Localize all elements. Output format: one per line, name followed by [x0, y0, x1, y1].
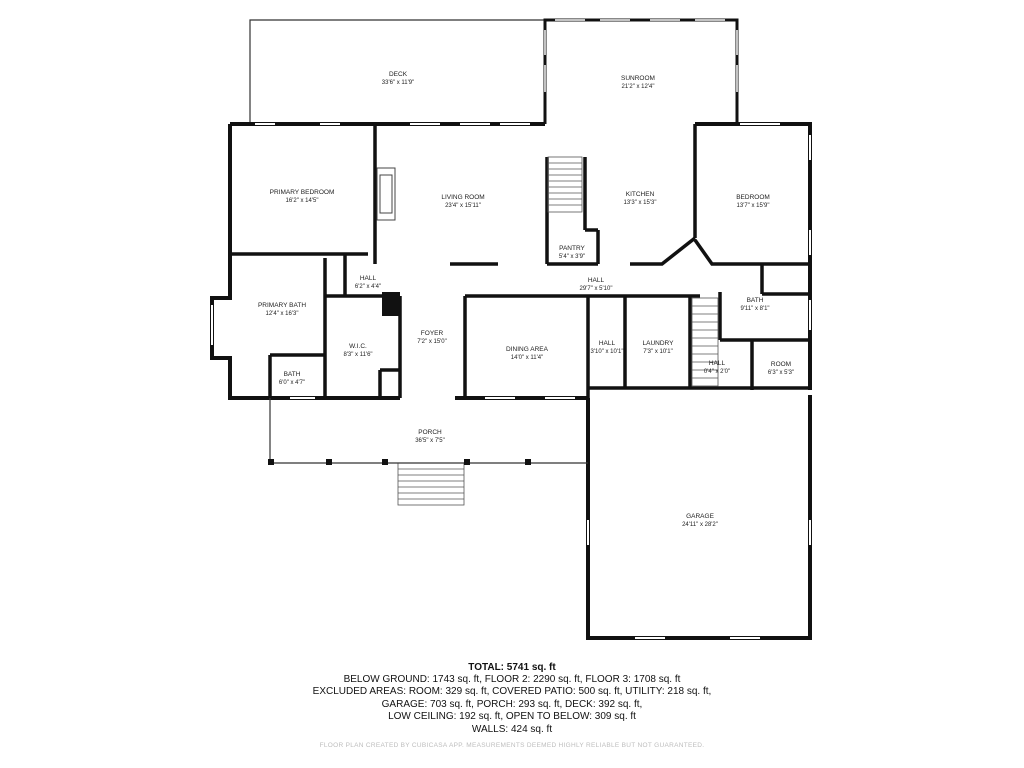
room-name-primary-bath: PRIMARY BATH	[258, 302, 306, 309]
summary-line: WALLS: 424 sq. ft	[471, 723, 553, 735]
room-name-hall-1: HALL	[360, 275, 377, 282]
room-dims-bath-1: 6'0" x 4'7"	[279, 380, 305, 386]
room-dims-primary-bath: 12'4" x 16'3"	[266, 311, 299, 317]
area-summary: TOTAL: 5741 sq. ft BELOW GROUND: 1743 sq…	[0, 662, 1024, 736]
room-dims-bedroom: 13'7" x 15'9"	[737, 203, 770, 209]
room-dims-hall-main: 29'7" x 5'10"	[580, 286, 613, 292]
windows	[211, 123, 811, 639]
summary-line: GARAGE: 703 sq. ft, PORCH: 293 sq. ft, D…	[381, 698, 643, 710]
sunroom-walls	[543, 18, 739, 124]
room-dims-primary-bedroom: 16'2" x 14'5"	[286, 198, 319, 204]
summary-line: EXCLUDED AREAS: ROOM: 329 sq. ft, COVERE…	[312, 686, 712, 698]
room-dims-hall-2: 3'10" x 10'1"	[591, 349, 624, 355]
room-name-bath-1: BATH	[284, 371, 301, 378]
room-dims-garage: 24'11" x 28'2"	[682, 522, 718, 528]
summary-line: BELOW GROUND: 1743 sq. ft, FLOOR 2: 2290…	[343, 674, 681, 685]
room-dims-sunroom: 21'2" x 12'4"	[622, 84, 655, 90]
room-dims-deck: 33'6" x 11'9"	[382, 80, 414, 86]
room-name-sunroom: SUNROOM	[621, 75, 655, 82]
room-dims-dining-area: 14'0" x 11'4"	[511, 355, 543, 361]
room-name-garage: GARAGE	[686, 513, 714, 520]
room-dims-porch: 36'5" x 7'5"	[415, 438, 445, 444]
floor-plan: DECK 33'6" x 11'9" SUNROOM 21'2" x 12'4"…	[210, 18, 812, 640]
room-dims-foyer: 7'2" x 15'0"	[417, 339, 447, 345]
room-name-hall-2: HALL	[599, 340, 616, 347]
room-name-laundry: LAUNDRY	[643, 340, 675, 347]
room-name-room: ROOM	[771, 361, 791, 368]
stairs-pantry	[547, 156, 583, 213]
room-name-kitchen: KITCHEN	[626, 191, 655, 198]
summary-line: LOW CEILING: 192 sq. ft, OPEN TO BELOW: …	[388, 711, 636, 723]
disclaimer-footer: FLOOR PLAN CREATED BY CUBICASA APP. MEAS…	[319, 742, 705, 749]
room-dims-kitchen: 13'3" x 15'3"	[624, 200, 657, 206]
interior-walls	[232, 124, 810, 398]
room-dims-bath-2: 9'11" x 8'1"	[740, 306, 769, 312]
room-name-pantry: PANTRY	[559, 245, 585, 252]
room-name-deck: DECK	[389, 71, 408, 78]
stairs-laundry	[691, 297, 719, 387]
room-name-primary-bedroom: PRIMARY BEDROOM	[270, 189, 335, 196]
chimney-block	[382, 292, 400, 316]
stairs-porch	[397, 462, 465, 506]
room-name-wic: W.I.C.	[349, 343, 367, 350]
fireplace	[376, 167, 396, 221]
porch-posts	[268, 459, 531, 465]
room-name-living-room: LIVING ROOM	[441, 194, 484, 201]
room-name-bedroom: BEDROOM	[736, 194, 770, 201]
room-dims-wic: 8'3" x 11'6"	[343, 352, 372, 358]
room-dims-pantry: 5'4" x 3'9"	[559, 254, 585, 260]
room-dims-hall-1: 6'2" x 4'4"	[355, 284, 381, 290]
room-name-hall-3: HALL	[709, 360, 726, 367]
sunroom-windows	[544, 19, 738, 92]
room-dims-laundry: 7'3" x 10'1"	[643, 349, 673, 355]
total-area: TOTAL: 5741 sq. ft	[468, 662, 556, 673]
room-dims-living-room: 23'4" x 15'11"	[445, 203, 481, 209]
room-name-dining-area: DINING AREA	[506, 346, 549, 353]
room-name-bath-2: BATH	[747, 297, 764, 304]
room-name-foyer: FOYER	[421, 330, 444, 337]
room-dims-room: 6'3" x 5'3"	[768, 370, 794, 376]
room-dims-hall-3: 0'4" x 2'0"	[704, 369, 730, 375]
room-name-porch: PORCH	[418, 429, 442, 436]
room-name-hall-main: HALL	[588, 277, 605, 284]
